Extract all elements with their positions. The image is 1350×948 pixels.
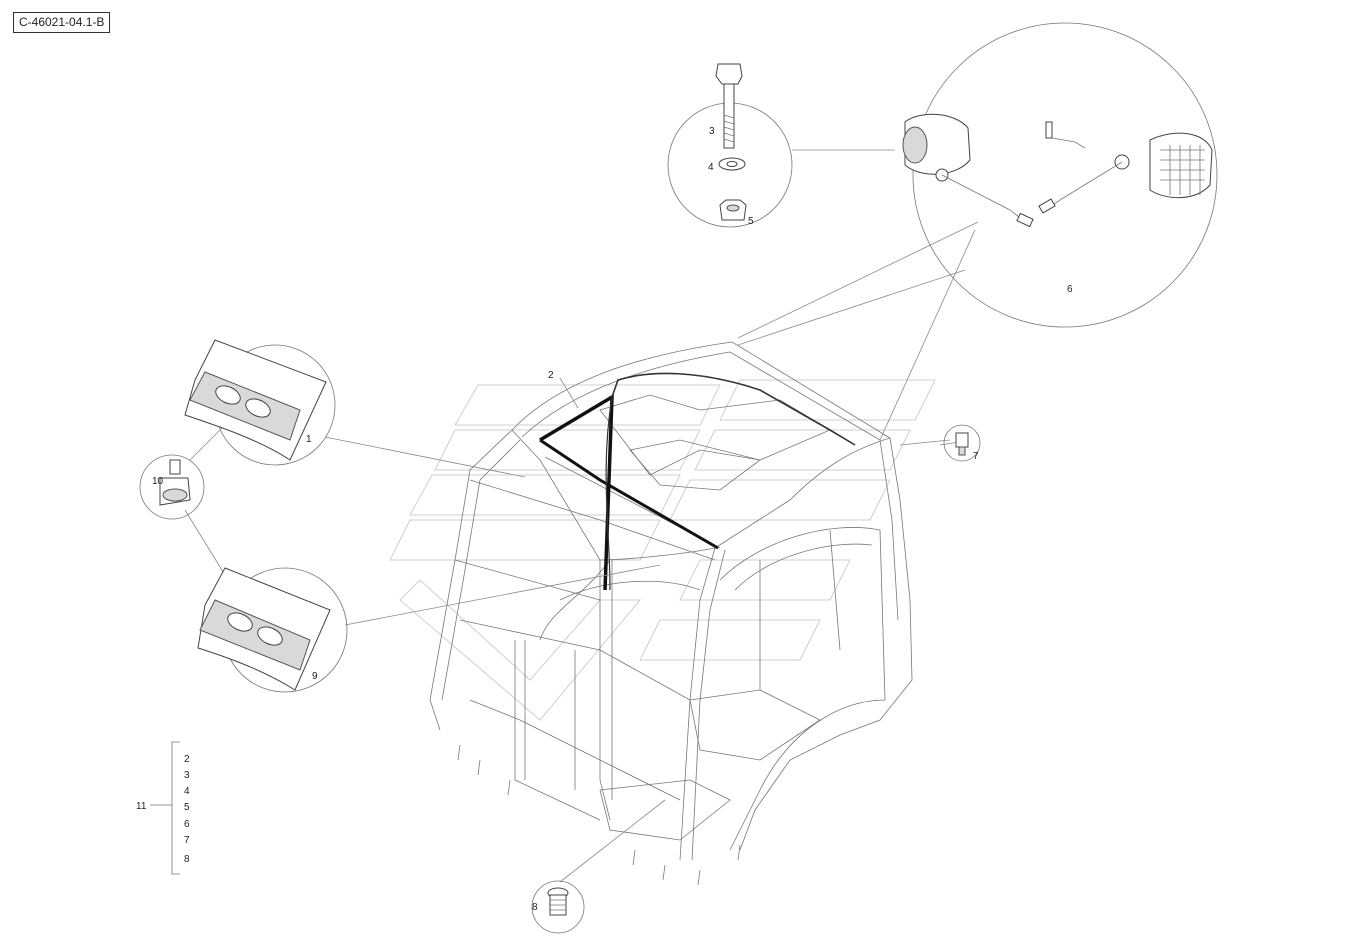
bulb-detail-circle: [139, 454, 205, 520]
kit-item: 8: [184, 854, 190, 865]
callout-labels: 2 1 3 4 5 6 7 8 9 10 11: [136, 126, 1073, 913]
washer: [718, 157, 746, 171]
connector-pin: [1045, 121, 1086, 149]
callout-4: 4: [708, 162, 714, 173]
work-light-left: [902, 113, 1034, 228]
callout-2: 2: [548, 370, 554, 381]
callout-8: 8: [532, 902, 538, 913]
kit-item: 7: [184, 835, 190, 846]
callout-6: 6: [1067, 284, 1073, 295]
callout-1: 1: [306, 434, 312, 445]
callout-5: 5: [748, 216, 754, 227]
work-light-detail-circle: [902, 22, 1218, 328]
callout-11: 11: [136, 801, 147, 812]
fastener-detail-circle: [667, 63, 793, 228]
kit-item: 4: [184, 786, 190, 797]
callout-10: 10: [152, 476, 164, 487]
bolt: [715, 63, 743, 149]
kit-11-bracket: [150, 741, 180, 875]
kit-item: 6: [184, 819, 190, 830]
callout-3: 3: [709, 126, 715, 137]
light-panel-detail-circle-9: [197, 567, 348, 693]
callout-7: 7: [973, 451, 979, 462]
kit-item: 3: [184, 770, 190, 781]
plug-detail-circle-8: [531, 880, 585, 934]
leader-lines: [184, 149, 979, 883]
wiring-harness: [539, 372, 856, 591]
cab-frame: [429, 341, 913, 886]
switch-detail-circle-7: [943, 424, 981, 462]
kit-11-item-list: 2 3 4 5 6 7 8: [184, 754, 190, 865]
light-panel-detail-circle-1: [184, 339, 336, 466]
watermark-logo: [389, 379, 936, 721]
nut: [719, 199, 747, 221]
kit-item: 2: [184, 754, 190, 765]
kit-item: 5: [184, 802, 190, 813]
drawing-reference: C-46021-04.1-B: [13, 12, 111, 33]
work-light-right: [1038, 132, 1213, 214]
callout-9: 9: [312, 671, 318, 682]
